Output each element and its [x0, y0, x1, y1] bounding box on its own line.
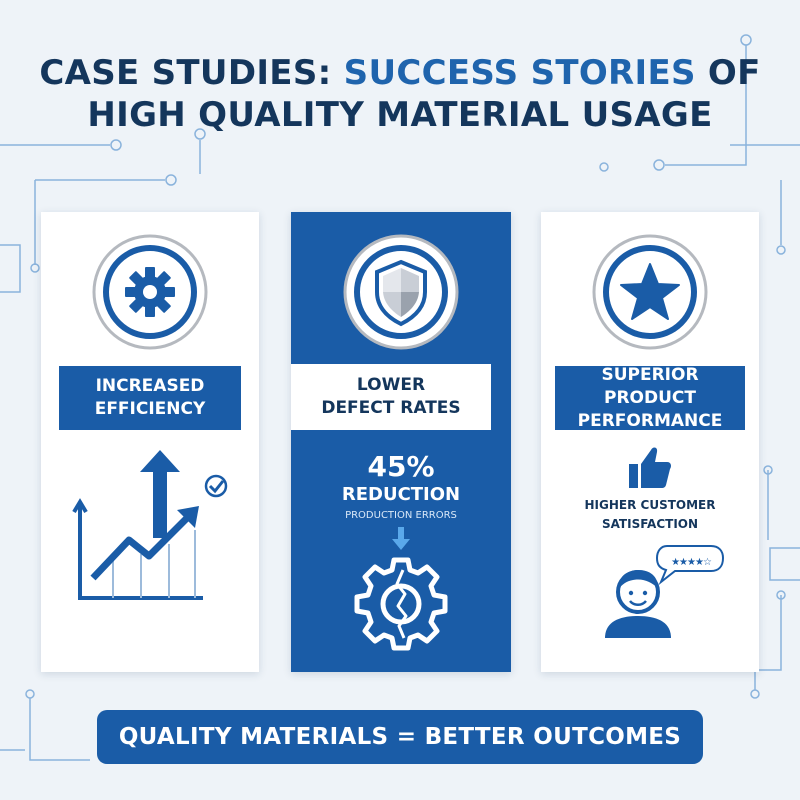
card-banner: SUPERIOR PRODUCT PERFORMANCE [555, 365, 745, 431]
title-line-1: CASE STUDIES: SUCCESS STORIES OF [39, 53, 761, 93]
rating-stars: ★★★★☆ [671, 557, 712, 568]
rising-chart-icon [72, 450, 228, 600]
cracked-gear-icon [354, 557, 448, 651]
title-line-2: HIGH QUALITY MATERIAL USAGE [87, 95, 713, 135]
speech-bubble [655, 545, 725, 586]
stat-label: REDUCTION [341, 484, 461, 505]
happy-customer-icon [605, 570, 671, 638]
star-icon [592, 234, 708, 350]
thumbs-up-icon [629, 447, 671, 488]
stat-subtitle: PRODUCTION ERRORS [345, 510, 457, 521]
shield-icon [343, 234, 459, 350]
footer-banner: QUALITY MATERIALS = BETTER OUTCOMES [97, 710, 703, 764]
card-banner: LOWER DEFECT RATES [291, 364, 491, 430]
stat-value: 45% [367, 450, 435, 483]
satisfaction-text: HIGHER CUSTOMER SATISFACTION [584, 498, 716, 531]
arrow-down-icon [392, 527, 410, 550]
card-lower-defect-rates: LOWER DEFECT RATES 45% REDUCTION PRODUCT… [291, 212, 511, 672]
card-superior-performance: SUPERIOR PRODUCT PERFORMANCE HIGHER CUST… [541, 212, 759, 672]
gear-icon [92, 234, 208, 350]
card-increased-efficiency: INCREASED EFFICIENCY [41, 212, 259, 672]
page-title: CASE STUDIES: SUCCESS STORIES OF HIGH QU… [0, 52, 800, 136]
card-banner: INCREASED EFFICIENCY [59, 366, 241, 430]
title-highlight: SUCCESS STORIES [343, 53, 696, 93]
